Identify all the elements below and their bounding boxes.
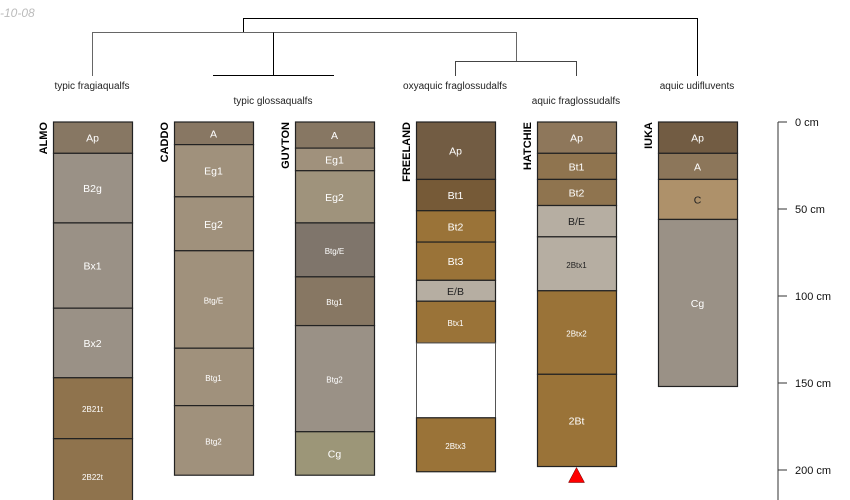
horizon-label: C [694, 194, 702, 206]
horizon-label: Btg2 [326, 376, 343, 385]
taxon-label: aquic udifluvents [660, 81, 735, 92]
profile-name: ALMO [38, 122, 50, 155]
horizon-label: 2B22t [82, 473, 104, 482]
horizon [415, 121, 497, 181]
horizon-label: Btg/E [325, 247, 345, 256]
horizon-label: 2Bt [569, 415, 585, 427]
horizon-label: Bt2 [448, 221, 464, 233]
profile-name: FREELAND [401, 122, 413, 182]
horizon-label: 2B21t [82, 405, 104, 414]
horizon-label: Ap [449, 146, 462, 158]
horizon [415, 300, 497, 344]
horizon [294, 431, 376, 476]
horizon [536, 178, 618, 207]
horizon-label: E/B [447, 286, 464, 298]
horizon-label: Bx2 [83, 338, 101, 350]
horizon [536, 152, 618, 181]
horizon-label: Cg [328, 448, 342, 460]
taxon-label: oxyaquic fraglossudalfs [403, 81, 507, 92]
horizon [173, 347, 255, 407]
axis-tick-label: 100 cm [795, 291, 831, 303]
axis-tick-label: 150 cm [795, 378, 831, 390]
horizon [415, 417, 497, 473]
horizon-label: Btg/E [204, 296, 224, 305]
depth-axis: 0 cm 50 cm 100 cm 150 cm 200 cm [777, 117, 831, 500]
axis-tick-label: 200 cm [795, 465, 831, 477]
horizon-label: Bt1 [448, 190, 464, 202]
horizon [536, 290, 618, 375]
taxon-label: aquic fraglossudalfs [532, 96, 620, 107]
horizon-label: Bt3 [448, 256, 464, 268]
horizon-label: Eg1 [204, 166, 223, 178]
horizon-label: Btg1 [326, 298, 343, 307]
profile-name: CADDO [159, 122, 171, 163]
horizon-label: Btg1 [205, 374, 222, 383]
horizon-label: Eg2 [204, 219, 223, 231]
axis-tick-label: 0 cm [795, 117, 819, 129]
horizon [536, 373, 618, 468]
horizon [52, 121, 134, 154]
horizon-label: B2g [83, 183, 102, 195]
taxon-label: typic fragiaqualfs [54, 81, 129, 92]
horizon [294, 170, 376, 224]
horizon-label: 2Btx2 [566, 330, 587, 339]
horizon-label: Bt1 [569, 161, 585, 173]
horizon-label: Cg [691, 298, 705, 310]
profile-name: HATCHIE [522, 122, 534, 170]
bottom-marker-icon [568, 466, 585, 483]
profile-iuka: IUKA ApA C Cg [643, 121, 739, 388]
taxon-label: typic glossaqualfs [234, 96, 313, 107]
horizon [415, 210, 497, 243]
horizon [52, 307, 134, 379]
horizon [173, 405, 255, 476]
horizon [415, 241, 497, 281]
horizon-label: A [331, 130, 338, 142]
horizon-label: Ap [86, 133, 99, 145]
horizon [416, 342, 496, 419]
horizon [52, 222, 134, 309]
horizon [657, 178, 739, 221]
dendrogram-branch-root [243, 18, 698, 76]
horizon [657, 152, 739, 181]
dendrogram-branch-fraglossudalfs [455, 61, 577, 76]
horizon-label: B/E [568, 216, 585, 228]
horizon-label: Ap [691, 133, 704, 145]
horizon [536, 236, 618, 292]
horizon-label: Bx1 [83, 261, 101, 273]
dendrogram [92, 18, 698, 76]
horizon-label: Btg2 [205, 437, 222, 446]
horizon [657, 218, 739, 388]
horizon [173, 196, 255, 252]
date-stamp: -10-08 [0, 6, 35, 20]
horizon [536, 121, 618, 154]
horizon-label: A [210, 128, 217, 140]
axis-tick-label: 50 cm [795, 204, 825, 216]
horizon-label: Bt2 [569, 187, 585, 199]
horizon [294, 222, 376, 278]
dendrogram-branch-glossaqualfs [213, 32, 334, 76]
profile-name: IUKA [643, 122, 655, 149]
horizon-label: Ap [570, 133, 583, 145]
profile-name: GUYTON [280, 122, 292, 169]
horizon-label: Eg2 [325, 192, 344, 204]
horizon [52, 438, 134, 500]
dendrogram-branch-left [92, 32, 517, 76]
horizon-label: A [694, 161, 701, 173]
horizon-label: Eg1 [325, 154, 344, 166]
horizon-label: 2Btx3 [445, 442, 466, 451]
horizon-label: Btx1 [447, 319, 464, 328]
horizon [173, 250, 255, 349]
horizon [415, 178, 497, 212]
horizon [52, 377, 134, 440]
horizon-label: 2Btx1 [566, 261, 587, 270]
